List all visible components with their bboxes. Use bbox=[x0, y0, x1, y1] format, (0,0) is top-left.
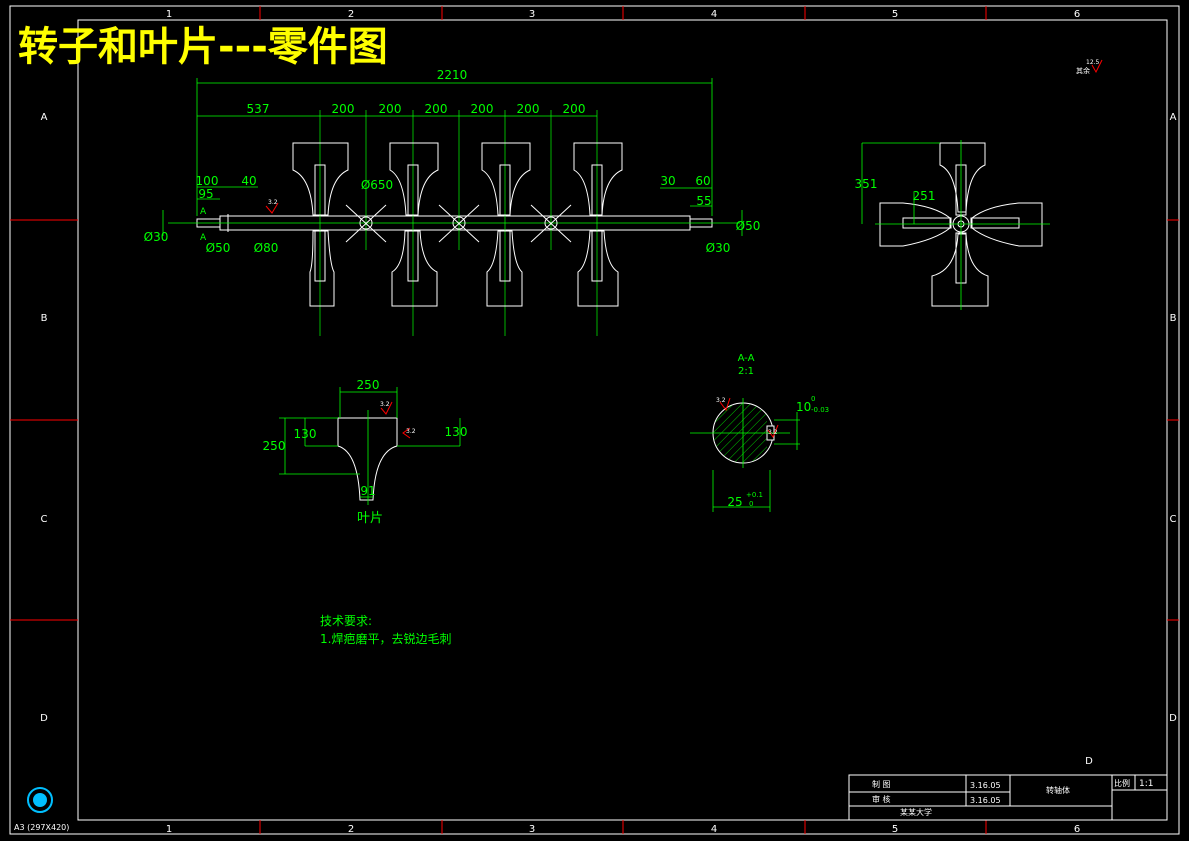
zone-left-b: B bbox=[41, 313, 48, 324]
section-dim-dia-lower: 0 bbox=[749, 500, 753, 508]
zone-right-a: A bbox=[1170, 112, 1177, 123]
blade-roughness: 3.2 3.2 bbox=[380, 401, 416, 439]
zone-bottom-2: 2 bbox=[348, 824, 354, 835]
dim-dia30-left: Ø30 bbox=[144, 230, 169, 244]
zone-bottom-1: 1 bbox=[166, 824, 172, 835]
blade-caption: 叶片 bbox=[357, 511, 383, 526]
dim-first: 537 bbox=[247, 102, 270, 116]
roughness-symbol-rotor: 3.2 bbox=[265, 199, 279, 214]
dim-60: 60 bbox=[695, 174, 710, 188]
zone-right-b: B bbox=[1170, 313, 1177, 324]
section-dim-width: 10 bbox=[796, 400, 811, 414]
dim-dia80: Ø80 bbox=[254, 241, 279, 255]
zone-top-5: 5 bbox=[892, 9, 898, 20]
zone-right-c: C bbox=[1170, 514, 1177, 525]
zone-top-4: 4 bbox=[711, 9, 717, 20]
dim-pitch-2: 200 bbox=[379, 102, 402, 116]
lower-blades bbox=[309, 230, 619, 307]
blade-dim-top: 250 bbox=[357, 378, 380, 392]
drawing-title: 转子和叶片---零件图 bbox=[18, 24, 388, 70]
dim-100: 100 bbox=[196, 174, 219, 188]
section-label: A-A bbox=[738, 353, 755, 364]
upper-blades bbox=[292, 142, 623, 216]
dim-95: 95 bbox=[198, 187, 213, 201]
zone-left-a: A bbox=[41, 112, 48, 123]
zone-left-c: C bbox=[41, 514, 48, 525]
zone-top-2: 2 bbox=[348, 9, 354, 20]
zone-bottom-3: 3 bbox=[529, 824, 535, 835]
title-block: D 制 图 审 核 3.16.05 3.16.05 转轴体 比例 1:1 某某大… bbox=[848, 756, 1168, 821]
zone-right-d: D bbox=[1169, 713, 1177, 724]
dim-pitch-6: 200 bbox=[563, 102, 586, 116]
svg-text:3.2: 3.2 bbox=[406, 428, 416, 435]
tb-drawn-label: 制 图 bbox=[872, 779, 891, 789]
dim-dia30-right: Ø30 bbox=[706, 241, 731, 255]
zone-left-d: D bbox=[40, 713, 48, 724]
blade-dim-left-outer: 250 bbox=[263, 439, 286, 453]
zone-top-6: 6 bbox=[1074, 9, 1080, 20]
dim-dia50-right: Ø50 bbox=[736, 219, 761, 233]
tb-check-date: 3.16.05 bbox=[970, 796, 1001, 805]
zone-top-1: 1 bbox=[166, 9, 172, 20]
svg-text:3.2: 3.2 bbox=[380, 401, 390, 408]
blade-dim-right: 130 bbox=[445, 425, 468, 439]
section-mark-top: A bbox=[200, 207, 207, 217]
dim-dia650: Ø650 bbox=[361, 178, 393, 192]
dim-pitch-1: 200 bbox=[332, 102, 355, 116]
section-dim-dia-upper: +0.1 bbox=[746, 491, 763, 499]
svg-text:3.2: 3.2 bbox=[716, 397, 726, 404]
dim-pitch-3: 200 bbox=[425, 102, 448, 116]
zone-dividers bbox=[10, 6, 1179, 834]
section-roughness: 3.2 3.2 bbox=[716, 397, 779, 439]
dim-overall: 2210 bbox=[437, 68, 468, 82]
tb-scale-label: 比例 bbox=[1114, 778, 1130, 788]
section-aa-view: A-A 2:1 10 0 -0.03 25 +0.1 0 3.2 3.2 bbox=[690, 353, 829, 512]
svg-text:3.2: 3.2 bbox=[768, 429, 778, 436]
section-dim-diameter: 25 bbox=[727, 495, 742, 509]
tb-school: 某某大学 bbox=[900, 807, 932, 817]
general-roughness: 12.5 其余 bbox=[1076, 59, 1103, 75]
blade-dim-left-inner: 130 bbox=[294, 427, 317, 441]
section-scale: 2:1 bbox=[738, 366, 754, 377]
title-block-zone: D bbox=[1085, 756, 1093, 767]
dim-pitch-5: 200 bbox=[517, 102, 540, 116]
dim-251: 251 bbox=[913, 189, 936, 203]
rotor-end-view: 351 251 bbox=[855, 140, 1050, 310]
section-dim-width-lower: -0.03 bbox=[811, 406, 829, 414]
svg-text:3.2: 3.2 bbox=[268, 199, 278, 206]
dim-dia50-left: Ø50 bbox=[206, 241, 231, 255]
blade-dim-bottom: 91 bbox=[360, 484, 375, 498]
tb-drawn-date: 3.16.05 bbox=[970, 781, 1001, 790]
dim-55: 55 bbox=[696, 194, 711, 208]
zone-top-3: 3 bbox=[529, 9, 535, 20]
svg-text:其余: 其余 bbox=[1076, 66, 1090, 75]
paper-size: A3 (297X420) bbox=[14, 823, 69, 832]
tb-scale-value: 1:1 bbox=[1139, 779, 1153, 789]
zone-bottom-6: 6 bbox=[1074, 824, 1080, 835]
dim-30: 30 bbox=[660, 174, 675, 188]
dim-351: 351 bbox=[855, 177, 878, 191]
tb-check-label: 审 核 bbox=[872, 794, 891, 804]
dim-pitch-4: 200 bbox=[471, 102, 494, 116]
zone-bottom-4: 4 bbox=[711, 824, 717, 835]
technical-notes: 技术要求: 1.焊疤磨平，去锐边毛刺 bbox=[320, 614, 451, 646]
section-dim-width-upper: 0 bbox=[811, 395, 815, 403]
dim-40: 40 bbox=[241, 174, 256, 188]
side-blade-hubs bbox=[345, 204, 572, 243]
zone-bottom-5: 5 bbox=[892, 824, 898, 835]
section-mark-bottom: A bbox=[200, 233, 207, 243]
tb-part-name: 转轴体 bbox=[1046, 785, 1070, 795]
notes-item-1: 1.焊疤磨平，去锐边毛刺 bbox=[320, 631, 451, 646]
svg-text:12.5: 12.5 bbox=[1086, 59, 1100, 66]
blade-view: 250 250 130 130 91 叶片 3.2 3.2 bbox=[263, 378, 468, 526]
notes-title: 技术要求: bbox=[320, 614, 372, 628]
rotor-main-view: 2210 537 200 200 200 200 200 200 100 95 … bbox=[144, 68, 761, 336]
school-logo: A3 (297X420) bbox=[14, 787, 69, 832]
